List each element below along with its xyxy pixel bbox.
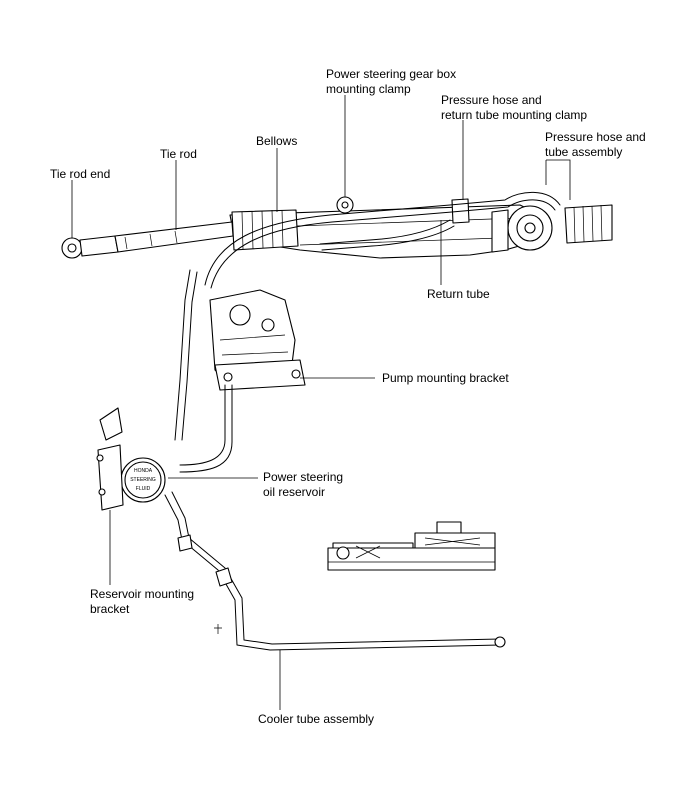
label-pressure-hose-clamp-2: return tube mounting clamp [441,108,587,122]
vehicle-locator-inset [327,521,496,571]
label-reservoir-bracket-1: Reservoir mounting [90,587,194,601]
label-pump-bracket: Pump mounting bracket [382,371,509,385]
reservoir-mounting-bracket [96,407,124,511]
label-tie-rod-end: Tie rod end [50,167,110,181]
leader-lines [71,95,571,710]
reservoir-cap-line3: FLUID [136,486,151,492]
right-bellows [564,204,613,244]
tie-rod-end [61,235,119,259]
reservoir-cap-line2: STEERING [130,477,156,483]
gear-box-mounting-clamp [336,196,354,214]
pump-mounting-bracket [214,359,306,391]
label-pressure-hose-tube-2: tube assembly [545,145,622,159]
label-pressure-hose-clamp-1: Pressure hose and [441,93,542,107]
reservoir-cap-line1: HONDA [134,468,153,474]
label-tie-rod: Tie rod [160,147,197,161]
tie-rod [114,221,234,253]
label-return-tube: Return tube [427,287,490,301]
label-oil-reservoir-1: Power steering [263,470,343,484]
valve-housing [491,205,553,253]
left-bellows [231,209,299,251]
label-bellows: Bellows [256,134,297,148]
label-pressure-hose-tube-1: Pressure hose and [545,130,646,144]
labels: Tie rod end Tie rod Bellows Power steeri… [50,67,646,726]
label-reservoir-bracket-2: bracket [90,602,130,616]
label-gear-box-clamp-2: mounting clamp [326,82,411,96]
power-steering-oil-reservoir: HONDA STEERING FLUID [120,457,166,503]
label-cooler-tube: Cooler tube assembly [258,712,374,726]
label-oil-reservoir-2: oil reservoir [263,485,325,499]
label-gear-box-clamp-1: Power steering gear box [326,67,456,81]
steering-rack-assembly [61,191,613,289]
cooler-tube-assembly [164,491,506,651]
